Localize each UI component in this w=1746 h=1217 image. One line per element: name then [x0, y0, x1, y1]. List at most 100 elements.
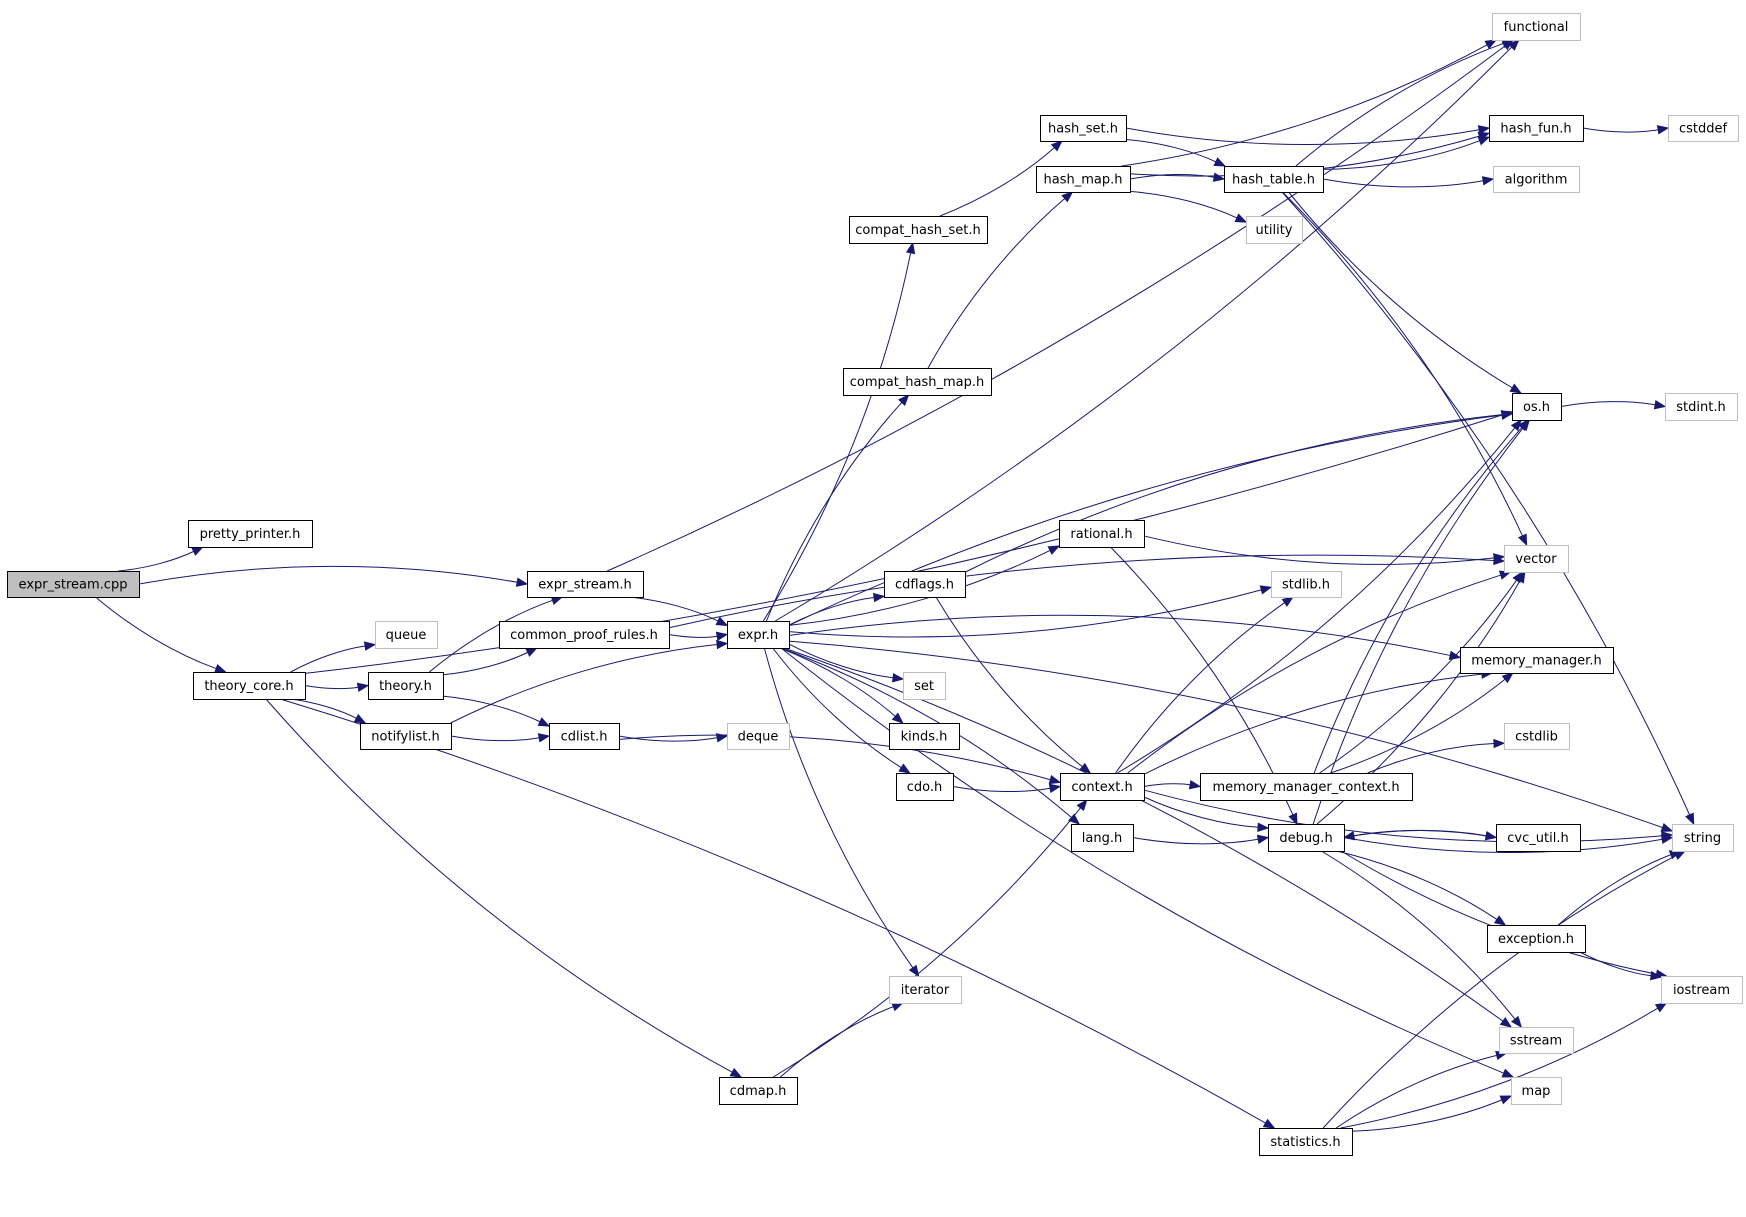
node-hash-map-h[interactable]: hash_map.h	[1036, 166, 1131, 193]
edge-hash-set-h-to-hash-fun-h	[1125, 125, 1491, 146]
edges-layer	[95, 39, 1695, 1132]
edge-expr-h-to-compat-hash-set-h	[762, 241, 916, 622]
arrowhead-icon	[908, 964, 920, 978]
arrowhead-icon	[1493, 553, 1506, 563]
node-memory-manager-h[interactable]: memory_manager.h	[1460, 647, 1614, 674]
edge-line	[1121, 44, 1488, 167]
edge-line	[1322, 855, 1677, 1129]
node-common-proof-rules-h[interactable]: common_proof_rules.h	[499, 621, 670, 649]
node-notifylist-h[interactable]: notifylist.h	[360, 723, 452, 750]
edge-line	[118, 550, 194, 572]
edge-theory-core-h-to-statistics-h	[280, 698, 1276, 1129]
edge-line	[788, 596, 875, 626]
node-label: notifylist.h	[371, 730, 439, 745]
edge-line	[442, 651, 528, 676]
edge-line	[606, 45, 1506, 572]
node-debug-h[interactable]: debug.h	[1268, 824, 1345, 852]
edge-line	[1288, 191, 1513, 389]
edge-context-h-to-memory-manager-context-h	[1143, 780, 1202, 790]
node-expr-stream-h[interactable]: expr_stream.h	[527, 571, 644, 598]
node-lang-h[interactable]: lang.h	[1071, 824, 1134, 852]
node-statistics-h[interactable]: statistics.h	[1259, 1128, 1353, 1156]
node-stdint-h: stdint.h	[1665, 393, 1738, 421]
node-iterator: iterator	[889, 976, 962, 1004]
arrowhead-icon	[891, 673, 905, 683]
arrowhead-icon	[1047, 545, 1061, 555]
node-pretty-printer-h[interactable]: pretty_printer.h	[188, 520, 313, 548]
node-label: cstdlib	[1515, 730, 1558, 745]
arrowhead-icon	[1257, 822, 1270, 832]
node-cdlist-h[interactable]: cdlist.h	[549, 723, 620, 750]
arrowhead-icon	[1509, 383, 1523, 394]
arrowhead-icon	[898, 763, 911, 774]
node-cvc-util-h[interactable]: cvc_util.h	[1496, 824, 1581, 852]
arrowhead-icon	[729, 1067, 743, 1078]
node-label: map	[1522, 1084, 1551, 1099]
edge-common-proof-rules-h-to-vector	[668, 554, 1506, 629]
node-expr-stream-cpp[interactable]: expr_stream.cpp	[7, 571, 140, 598]
edge-expr-h-to-compat-hash-map-h	[766, 394, 910, 622]
edge-line	[1129, 190, 1238, 219]
arrowhead-icon	[1477, 136, 1491, 146]
node-hash-fun-h[interactable]: hash_fun.h	[1489, 115, 1584, 142]
arrowhead-icon	[873, 592, 886, 603]
node-label: set	[914, 679, 934, 694]
edge-expr-h-to-memory-manager-h	[788, 614, 1462, 660]
edge-line	[1321, 850, 1516, 1020]
edge-line	[1557, 854, 1672, 926]
node-exception-h[interactable]: exception.h	[1487, 925, 1586, 953]
node-box	[7, 571, 140, 598]
node-context-h[interactable]: context.h	[1060, 773, 1145, 801]
edge-line	[1125, 139, 1217, 163]
edge-line	[629, 596, 719, 622]
edge-line	[952, 786, 1051, 793]
node-hash-table-h[interactable]: hash_table.h	[1224, 166, 1324, 193]
edge-line	[442, 695, 541, 723]
edge-line	[1143, 673, 1482, 775]
node-rational-h[interactable]: rational.h	[1059, 520, 1145, 548]
node-hash-set-h[interactable]: hash_set.h	[1040, 115, 1127, 142]
edge-line	[1312, 427, 1524, 825]
node-label: hash_map.h	[1044, 173, 1123, 188]
edge-line	[304, 414, 1503, 674]
edge-expr-stream-cpp-to-pretty-printer-h	[118, 546, 204, 572]
node-memory-manager-context-h[interactable]: memory_manager_context.h	[1200, 773, 1413, 801]
edge-line	[1343, 837, 1663, 853]
edge-rational-h-to-vector	[1143, 535, 1506, 565]
edge-compat-hash-map-h-to-hash-map-h	[927, 191, 1074, 369]
node-os-h[interactable]: os.h	[1512, 393, 1562, 421]
edge-debug-h-to-sstream	[1321, 850, 1523, 1029]
edge-hash-table-h-to-string	[1281, 191, 1695, 826]
node-cstddef: cstddef	[1668, 115, 1739, 142]
edge-line	[773, 807, 1081, 1078]
arrowhead-icon	[1501, 1068, 1515, 1078]
node-theory-core-h[interactable]: theory_core.h	[193, 672, 306, 700]
node-expr-h[interactable]: expr.h	[727, 621, 790, 649]
node-label: iterator	[901, 983, 950, 998]
edge-line	[1295, 42, 1504, 167]
arrowhead-icon	[1256, 834, 1270, 844]
node-cdo-h[interactable]: cdo.h	[896, 773, 954, 801]
edge-line	[1351, 1099, 1502, 1132]
arrowhead-icon	[1515, 570, 1526, 584]
node-compat-hash-set-h[interactable]: compat_hash_set.h	[849, 216, 988, 244]
node-box	[889, 723, 960, 750]
node-label: vector	[1515, 552, 1557, 567]
arrowhead-icon	[715, 616, 729, 627]
node-theory-h[interactable]: theory.h	[368, 672, 444, 700]
node-box	[1060, 773, 1145, 801]
node-cdmap-h[interactable]: cdmap.h	[719, 1077, 798, 1105]
arrowhead-icon	[1188, 780, 1202, 790]
arrowhead-icon	[1448, 650, 1462, 660]
edge-memory-manager-context-h-to-memory-manager-h	[1330, 672, 1514, 774]
node-compat-hash-map-h[interactable]: compat_hash_map.h	[843, 368, 992, 396]
node-kinds-h[interactable]: kinds.h	[889, 723, 960, 750]
arrowhead-icon	[1234, 213, 1248, 223]
node-label: exception.h	[1498, 932, 1574, 947]
edge-lang-h-to-debug-h	[1132, 834, 1270, 845]
node-cdflags-h[interactable]: cdflags.h	[884, 571, 966, 598]
node-box	[1036, 166, 1131, 193]
node-box	[843, 368, 992, 396]
node-box	[1246, 216, 1303, 244]
edge-theory-h-to-common-proof-rules-h	[442, 647, 538, 676]
